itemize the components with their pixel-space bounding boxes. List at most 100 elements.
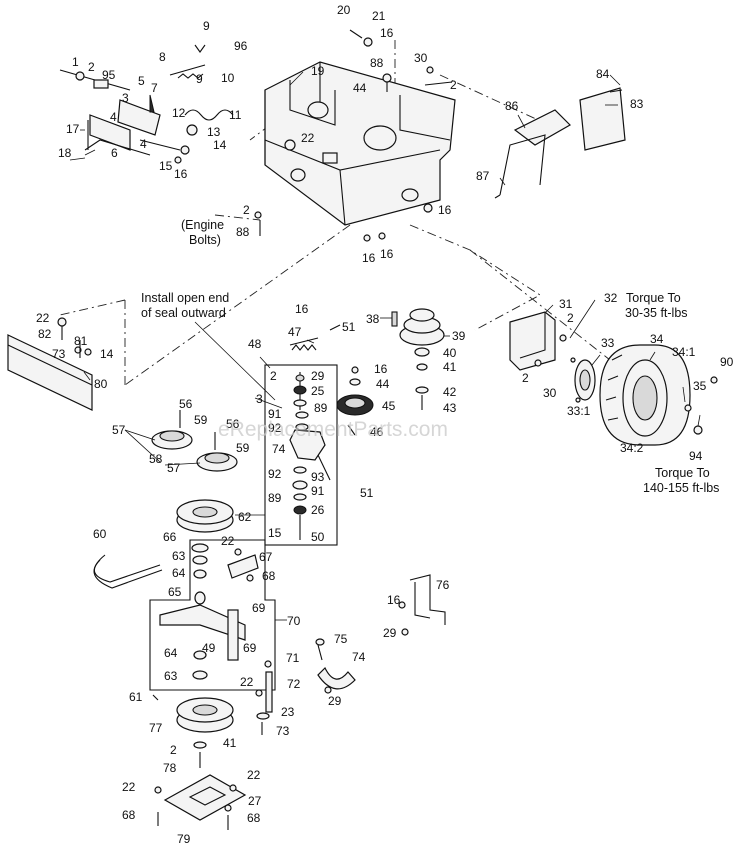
- callout-16f: 16: [295, 302, 309, 316]
- callout-14b: 14: [100, 347, 114, 361]
- callout-88: 88: [370, 56, 384, 70]
- callout-84: 84: [596, 67, 610, 81]
- frame-19: [264, 61, 456, 226]
- callout-82: 82: [38, 327, 52, 341]
- callout-3: 3: [122, 91, 129, 105]
- callout-19: 19: [311, 64, 325, 78]
- callout-41: 41: [443, 360, 457, 374]
- callout-7: 7: [151, 81, 158, 95]
- callout-48: 48: [248, 337, 262, 351]
- callout-18: 18: [58, 146, 72, 160]
- callout-74b: 74: [352, 650, 366, 664]
- callout-65: 65: [168, 585, 182, 599]
- callout-33: 33: [601, 336, 615, 350]
- callout-44b: 44: [376, 377, 390, 391]
- callout-93: 93: [311, 470, 325, 484]
- callout-16: 16: [174, 167, 188, 181]
- callout-89b: 89: [268, 491, 282, 505]
- callout-16d: 16: [362, 251, 376, 265]
- callout-16c: 16: [438, 203, 452, 217]
- callout-44: 44: [353, 81, 367, 95]
- callout-50: 50: [311, 530, 325, 544]
- belt-60: [93, 554, 163, 589]
- callout-9b: 9: [196, 72, 203, 86]
- callout-22c: 22: [221, 534, 235, 548]
- callout-2b: 2: [450, 78, 457, 92]
- callout-30: 30: [414, 51, 428, 65]
- callout-29b: 29: [383, 626, 397, 640]
- callout-30b: 30: [543, 386, 557, 400]
- callout-91b: 91: [311, 484, 325, 498]
- callout-8: 8: [159, 50, 166, 64]
- callout-59: 59: [194, 413, 208, 427]
- seal-note-line1: Install open end: [141, 291, 229, 305]
- callout-42: 42: [443, 385, 457, 399]
- callout-2e: 2: [270, 369, 277, 383]
- callout-86: 86: [505, 99, 519, 113]
- callout-29: 29: [311, 369, 325, 383]
- callout-88b: 88: [236, 225, 250, 239]
- bracket-31: [509, 311, 567, 371]
- frame-hardware: [254, 29, 453, 242]
- callout-91: 91: [268, 407, 282, 421]
- callout-16e: 16: [380, 247, 394, 261]
- callout-61: 61: [129, 690, 143, 704]
- callout-64: 64: [172, 566, 186, 580]
- callout-58: 58: [149, 452, 163, 466]
- callout-27: 27: [248, 794, 262, 808]
- callout-40: 40: [443, 346, 457, 360]
- leader-lines: [69, 71, 701, 621]
- callout-39: 39: [452, 329, 466, 343]
- callout-76: 76: [436, 578, 450, 592]
- callout-1: 1: [72, 55, 79, 69]
- callout-13: 13: [207, 125, 221, 139]
- part-callouts: 1 2 95 9 96 8 9 10 5 7 4 3 12 11 13 14 1…: [36, 3, 734, 846]
- callout-63b: 63: [164, 669, 178, 683]
- callout-12: 12: [172, 106, 186, 120]
- callout-35: 35: [693, 379, 707, 393]
- callout-26: 26: [311, 503, 325, 517]
- callout-43: 43: [443, 401, 457, 415]
- callout-74: 74: [272, 442, 286, 456]
- callout-66: 66: [163, 530, 177, 544]
- callout-11: 11: [229, 108, 242, 122]
- notes: (Engine Bolts) Install open end of seal …: [141, 218, 719, 495]
- callout-22: 22: [301, 131, 315, 145]
- callout-4: 4: [110, 110, 117, 124]
- callout-3b: 3: [256, 392, 263, 406]
- callout-78: 78: [163, 761, 177, 775]
- callout-22f: 22: [247, 768, 261, 782]
- seal-note-line2: of seal outward: [141, 306, 226, 320]
- callout-73b: 73: [276, 724, 290, 738]
- callout-2f: 2: [522, 371, 529, 385]
- callout-94: 94: [689, 449, 703, 463]
- seal-note-leader: [194, 321, 276, 401]
- callout-68b: 68: [122, 808, 136, 822]
- callout-29c: 29: [328, 694, 342, 708]
- callout-95: 95: [102, 68, 116, 82]
- shield-assembly: [494, 87, 626, 199]
- callout-15b: 15: [268, 526, 282, 540]
- callout-96: 96: [234, 39, 248, 53]
- callout-4b: 4: [140, 137, 147, 151]
- control-linkage: [59, 44, 234, 164]
- deck-pulleys-59: [151, 410, 238, 472]
- callout-45: 45: [382, 399, 396, 413]
- callout-72: 72: [287, 677, 301, 691]
- engine-bolts-note-line2: Bolts): [189, 233, 221, 247]
- callout-10: 10: [221, 71, 235, 85]
- callout-41b: 41: [223, 736, 237, 750]
- callout-2d: 2: [567, 311, 574, 325]
- callout-92b: 92: [268, 467, 282, 481]
- callout-77: 77: [149, 721, 163, 735]
- idler-arm-70: [149, 539, 276, 735]
- pulley-77: [176, 697, 234, 768]
- callout-17: 17: [66, 122, 80, 136]
- pulley-stack-48: [264, 324, 341, 546]
- callout-81: 81: [74, 334, 88, 348]
- watermark: eReplacementParts.com: [218, 418, 448, 441]
- callout-31: 31: [559, 297, 573, 311]
- callout-79: 79: [177, 832, 191, 846]
